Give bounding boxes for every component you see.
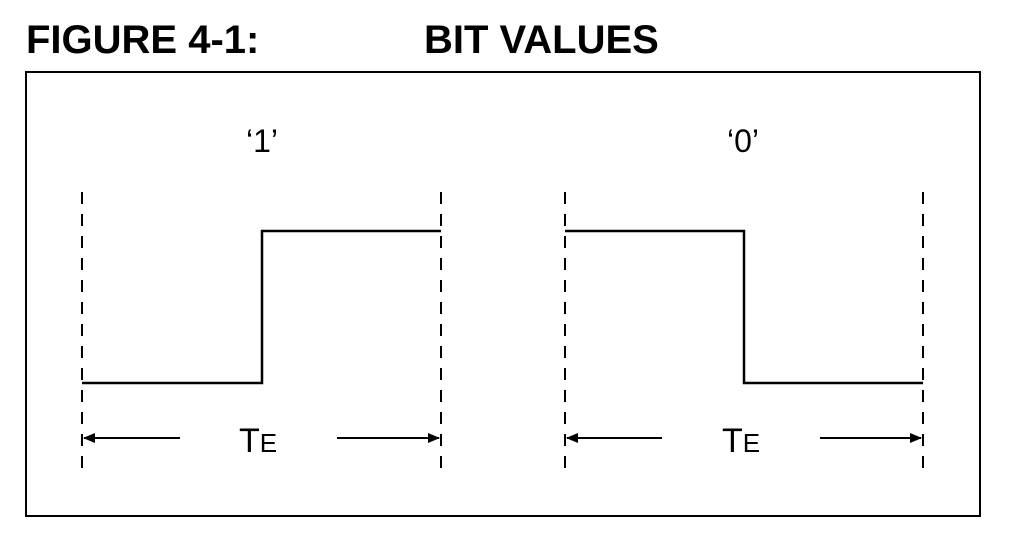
bit-zero-period-sub: E xyxy=(743,428,760,458)
bit-zero-panel: ‘0’ TE xyxy=(564,123,924,468)
bit-one-label: ‘1’ xyxy=(246,123,278,159)
bit-one-waveform xyxy=(82,229,441,385)
figure-frame xyxy=(25,71,981,517)
bit-zero-period-main: T xyxy=(722,422,743,460)
bit-one-period-sub: E xyxy=(260,428,277,458)
bit-zero-waveform xyxy=(565,229,923,385)
bit-zero-period-label: TE xyxy=(722,422,760,460)
figure-title: BIT VALUES xyxy=(424,18,659,62)
bit-one-period-main: T xyxy=(239,422,260,460)
figure-number: FIGURE 4-1: xyxy=(26,18,260,62)
bit-one-panel: ‘1’ TE xyxy=(81,123,442,468)
bit-one-period-label: TE xyxy=(239,422,277,460)
figure-header: FIGURE 4-1: BIT VALUES xyxy=(26,14,1006,66)
bit-zero-label: ‘0’ xyxy=(727,123,759,159)
